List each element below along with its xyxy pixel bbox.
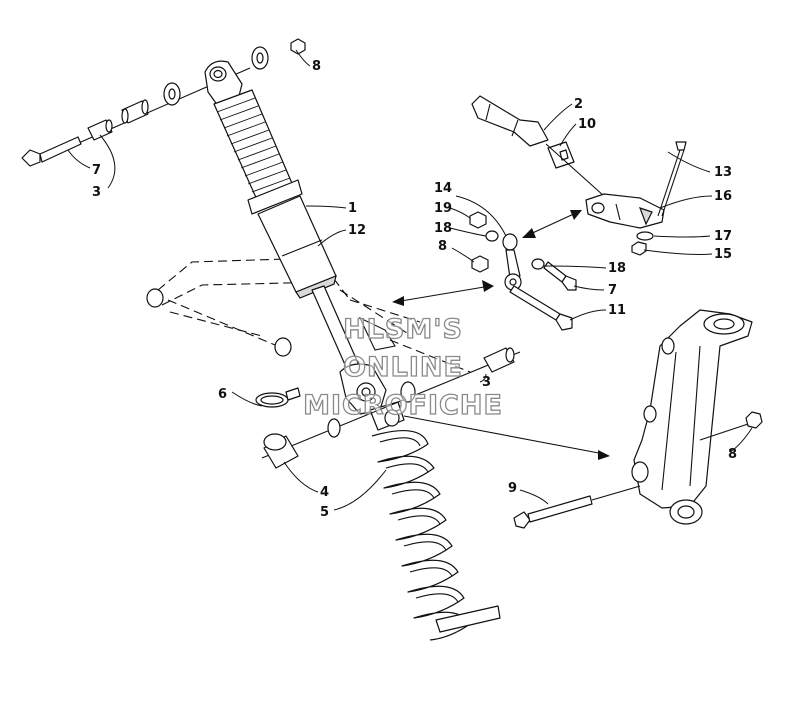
washer-18a bbox=[485, 230, 499, 242]
a-arm bbox=[146, 257, 471, 373]
link-rod-14 bbox=[502, 233, 522, 291]
callout-3-lower: 3 bbox=[482, 375, 491, 390]
callout-2: 2 bbox=[574, 97, 583, 112]
callout-10: 10 bbox=[578, 117, 596, 132]
nut-8-right bbox=[745, 411, 763, 429]
sleeve-upper bbox=[121, 99, 149, 124]
watermark-line-2: ONLINE bbox=[343, 352, 463, 383]
sway-bar-end-2 bbox=[471, 95, 549, 147]
bushing-3-lower bbox=[483, 347, 515, 373]
washer-upper-right bbox=[251, 46, 269, 70]
callout-8-mid: 8 bbox=[438, 239, 447, 254]
callout-13: 13 bbox=[714, 165, 732, 180]
bolt-11 bbox=[509, 285, 573, 331]
callout-3-upper: 3 bbox=[92, 185, 101, 200]
callout-12: 12 bbox=[348, 223, 366, 238]
washer-17 bbox=[636, 231, 654, 241]
washer-lower bbox=[327, 418, 341, 438]
callout-16: 16 bbox=[714, 189, 732, 204]
watermark: HLSM'S ONLINE MICROFICHE bbox=[302, 313, 503, 421]
callout-15: 15 bbox=[714, 247, 732, 262]
watermark-line-1: HLSM'S bbox=[343, 314, 463, 345]
shock-absorber bbox=[204, 60, 405, 431]
callout-18-left: 18 bbox=[434, 221, 452, 236]
callout-18-right: 18 bbox=[608, 261, 626, 276]
washer-18b bbox=[531, 258, 545, 270]
callout-4: 4 bbox=[320, 485, 329, 500]
watermark-line-3: MICROFICHE bbox=[303, 390, 503, 421]
bolt-7-upper bbox=[21, 136, 82, 167]
washer-upper-left bbox=[163, 82, 181, 106]
callout-19: 19 bbox=[434, 201, 452, 216]
body-threads bbox=[216, 97, 291, 193]
callout-9: 9 bbox=[508, 481, 517, 496]
lower-mount-hardware bbox=[255, 347, 521, 469]
callouts: 1 2 3 3 4 5 6 7 7 8 8 8 9 10 11 12 13 14… bbox=[92, 59, 737, 520]
callout-17: 17 bbox=[714, 229, 732, 244]
callout-6: 6 bbox=[218, 387, 227, 402]
bolt-13 bbox=[657, 141, 687, 217]
bushing-4 bbox=[263, 433, 299, 469]
leader-lines bbox=[67, 49, 753, 511]
callout-1: 1 bbox=[348, 201, 357, 216]
nut-8-mid bbox=[471, 255, 489, 273]
callout-8-right: 8 bbox=[728, 447, 737, 462]
callout-7-mid: 7 bbox=[608, 283, 617, 298]
linkage-assembly bbox=[469, 95, 687, 331]
arm-16 bbox=[585, 193, 665, 229]
bushing-10 bbox=[547, 141, 575, 169]
clip-6 bbox=[255, 387, 301, 408]
callout-14: 14 bbox=[434, 181, 452, 196]
nut-15 bbox=[631, 241, 647, 256]
callout-8-upper: 8 bbox=[312, 59, 321, 74]
spindle bbox=[513, 309, 763, 529]
callout-7-upper: 7 bbox=[92, 163, 101, 178]
coil-spring bbox=[371, 430, 501, 641]
nut-19 bbox=[469, 211, 487, 229]
washer-lower-right bbox=[400, 381, 416, 403]
bolt-9 bbox=[513, 495, 593, 529]
callout-11: 11 bbox=[608, 303, 626, 318]
bushing-3-upper bbox=[87, 119, 113, 141]
callout-5: 5 bbox=[320, 505, 329, 520]
nut-8-upper bbox=[290, 38, 306, 55]
arrows bbox=[392, 210, 610, 460]
